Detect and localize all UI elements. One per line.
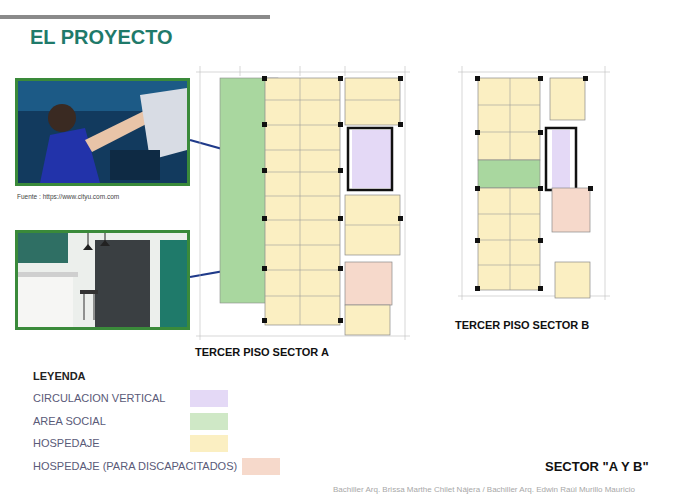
legend-swatch	[190, 390, 228, 407]
legend-swatch	[190, 413, 228, 430]
page-title: EL PROYECTO	[30, 26, 173, 49]
source-note: Fuente : https://www.cityu.com.com	[17, 193, 119, 200]
legend-heading: LEYENDA	[33, 370, 86, 382]
legend-text: HOSPEDAJE	[33, 437, 100, 449]
plan-label: TERCER PISO SECTOR B	[455, 319, 589, 331]
legend-text: CIRCULACION VERTICAL	[33, 392, 165, 404]
legend-text: HOSPEDAJE (PARA DISCAPACITADOS)	[33, 460, 237, 472]
author-footer: Bachiller Arq. Brissa Marthe Chilet Náje…	[333, 485, 635, 494]
legend-swatch	[242, 458, 280, 475]
legend-text: AREA SOCIAL	[33, 415, 106, 427]
plan-label: TERCER PISO SECTOR A	[195, 346, 329, 358]
sector-label: SECTOR "A Y B"	[545, 459, 649, 474]
floor-plan: TERCER PISO SECTOR A	[195, 62, 410, 360]
legend-swatch	[190, 435, 228, 452]
floor-plan: TERCER PISO SECTOR B	[450, 62, 620, 334]
